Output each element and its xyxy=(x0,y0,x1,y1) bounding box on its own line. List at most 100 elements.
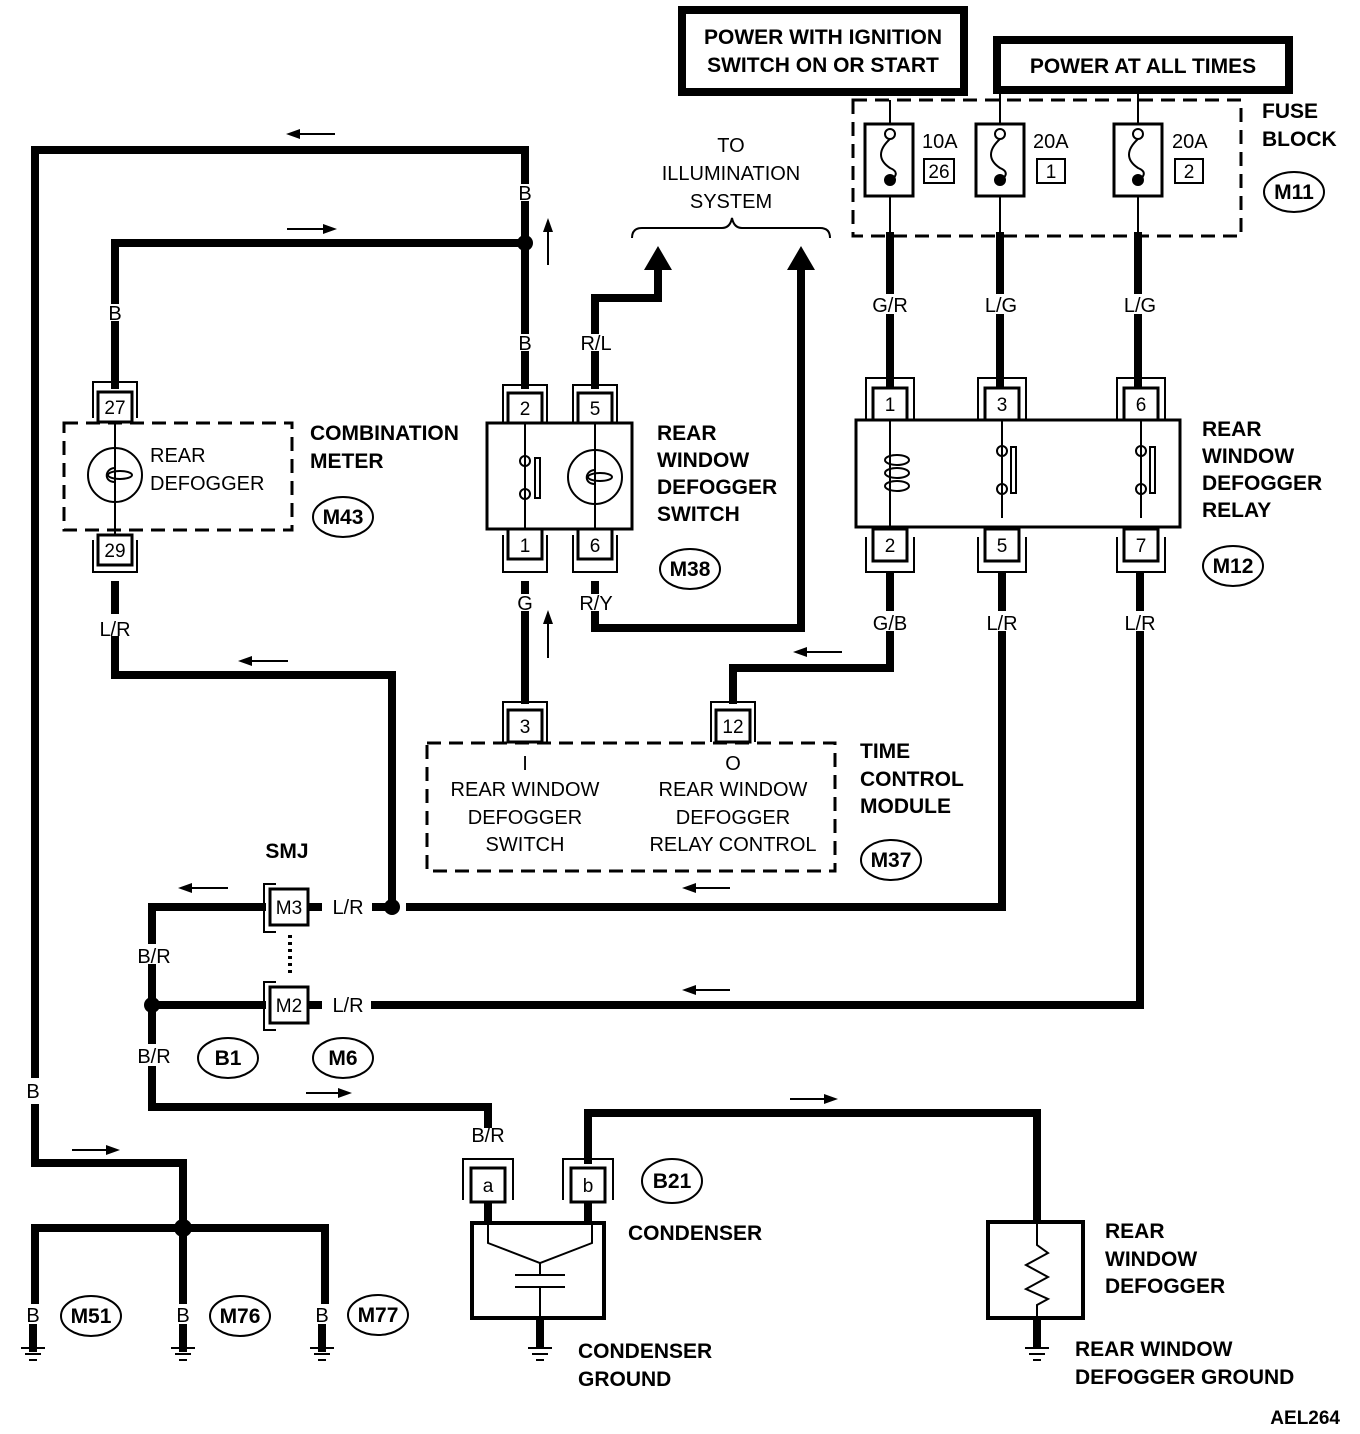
rear-window-defogger: REAR WINDOW DEFOGGER REAR WINDOW DEFOGGE… xyxy=(986,1220,1294,1389)
component-title: MODULE xyxy=(860,795,951,818)
arrow-up-icon xyxy=(543,610,553,658)
ignition-power-header: POWER WITH IGNITION SWITCH ON OR START xyxy=(678,6,968,96)
component-title: REAR xyxy=(1202,418,1262,441)
pin-letter: a xyxy=(483,1176,494,1197)
wire-label: L/G xyxy=(985,295,1017,317)
connector-badge: B21 xyxy=(653,1170,692,1193)
component-title: REAR xyxy=(657,422,717,445)
wire-label: L/R xyxy=(986,613,1017,635)
connector-badge: M77 xyxy=(358,1304,399,1327)
fuse-rating: 10A xyxy=(922,131,958,153)
pin-number: 2 xyxy=(885,536,896,557)
component-title: DEFOGGER xyxy=(657,476,777,499)
wire-label: R/Y xyxy=(579,593,612,615)
splice-point xyxy=(384,899,400,915)
wire-label: L/R xyxy=(332,897,363,919)
ground-label: CONDENSER xyxy=(578,1340,712,1363)
arrow-up-icon xyxy=(787,246,815,270)
component-title: RELAY xyxy=(1202,499,1271,522)
connector-badge: M38 xyxy=(670,558,711,581)
tcm-input-label: REAR WINDOW xyxy=(451,779,600,801)
wire-label: B/R xyxy=(137,1046,170,1068)
ground-label: REAR WINDOW xyxy=(1075,1338,1233,1361)
connector-badge: M12 xyxy=(1213,555,1254,578)
output-marker: O xyxy=(725,753,741,775)
wire-label: R/L xyxy=(580,333,611,355)
ground-icon xyxy=(171,1347,195,1361)
ground-icon xyxy=(528,1347,552,1361)
component-title: WINDOW xyxy=(657,449,749,472)
ignition-header-line2: SWITCH ON OR START xyxy=(707,54,939,77)
wires xyxy=(31,146,1144,1349)
arrow-right-icon xyxy=(306,1088,352,1098)
ground-icon xyxy=(1025,1347,1049,1361)
pin-number: 6 xyxy=(1136,395,1147,416)
pin-number: 3 xyxy=(520,717,531,738)
time-control-module: 3 12 I O REAR WINDOW DEFOGGER SWITCH REA… xyxy=(425,701,964,881)
pin-number: 3 xyxy=(997,395,1008,416)
wire-label: G/B xyxy=(873,613,907,635)
component-title: CONDENSER xyxy=(628,1222,762,1245)
wire-label: B xyxy=(315,1305,328,1327)
arrow-right-icon xyxy=(72,1145,120,1155)
pin-number: 7 xyxy=(1136,536,1147,557)
pin-number: 2 xyxy=(520,399,531,420)
ground-m76: B M76 xyxy=(171,1295,271,1361)
fuse-number: 1 xyxy=(1046,162,1057,183)
arrow-up-icon xyxy=(543,218,553,265)
tcm-input-label: DEFOGGER xyxy=(468,807,582,829)
fuse-rating: 20A xyxy=(1172,131,1208,153)
pin-number: M3 xyxy=(276,898,302,919)
tcm-output-label: DEFOGGER xyxy=(676,807,790,829)
connector-badge: M11 xyxy=(1274,181,1314,204)
component-title: WINDOW xyxy=(1105,1248,1197,1271)
figure-id: AEL264 xyxy=(1270,1408,1340,1429)
resistor-icon xyxy=(1023,1222,1051,1318)
component-title: TIME xyxy=(860,740,910,763)
wire-label: G/R xyxy=(872,295,908,317)
smj-junction: SMJ M3 M2 B1 M6 xyxy=(197,840,374,1079)
pin-number: 1 xyxy=(520,536,531,557)
meter-inner-label: DEFOGGER xyxy=(150,473,264,495)
ground-icon xyxy=(21,1347,45,1361)
meter-inner-label: REAR xyxy=(150,445,206,467)
body-grounds: B M51 B M76 B M77 xyxy=(21,1294,409,1361)
arrow-left-icon xyxy=(793,647,842,657)
component-title: COMBINATION xyxy=(310,422,459,445)
switch-contact-icon xyxy=(519,488,531,500)
always-header-text: POWER AT ALL TIMES xyxy=(1030,55,1256,78)
wire-label: B/R xyxy=(471,1125,504,1147)
input-marker: I xyxy=(522,753,528,775)
pin-number: M2 xyxy=(276,996,302,1017)
wire-label: L/R xyxy=(332,995,363,1017)
arrow-left-icon xyxy=(682,985,730,995)
fuse-block: 10A 26 20A 1 20A 2 FUSE BLOCK M11 xyxy=(851,92,1337,238)
ground-m77: B M77 xyxy=(310,1294,409,1361)
pin-number: 5 xyxy=(997,536,1008,557)
connector-badge: M37 xyxy=(871,849,912,872)
wire-labels: B B B R/L R/Y G G/R L/G L/G G/B L/R L/R … xyxy=(24,183,1156,1147)
wire-label: B xyxy=(518,183,531,205)
always-power-header: POWER AT ALL TIMES xyxy=(993,36,1293,94)
connector-badge: B1 xyxy=(215,1047,242,1070)
flow-arrows xyxy=(72,129,842,1155)
wire-label: G xyxy=(517,593,533,615)
rear-window-defogger-switch: 2 5 1 6 REAR WINDOW DEFOGGER SWITCH M38 xyxy=(485,384,777,590)
pin-number: 5 xyxy=(590,399,601,420)
fuse-block-title: BLOCK xyxy=(1262,128,1337,151)
wire-label: B xyxy=(26,1081,39,1103)
wire-label: L/G xyxy=(1124,295,1156,317)
arrow-right-icon xyxy=(790,1094,838,1104)
arrow-left-icon xyxy=(682,883,730,893)
ground-label: DEFOGGER GROUND xyxy=(1075,1366,1294,1389)
illumination-text: SYSTEM xyxy=(690,191,772,213)
component-title: SWITCH xyxy=(657,503,740,526)
pin-letter: b xyxy=(583,1176,594,1197)
connector-badge: M76 xyxy=(220,1305,261,1328)
connector-pin xyxy=(96,533,134,567)
connector-pin xyxy=(96,390,134,424)
component-title: DEFOGGER xyxy=(1105,1275,1225,1298)
splice-point xyxy=(517,235,533,251)
rear-window-defogger-relay: 1 3 6 2 5 7 REAR WINDOW DEFOGGER RELAY M xyxy=(854,377,1322,587)
